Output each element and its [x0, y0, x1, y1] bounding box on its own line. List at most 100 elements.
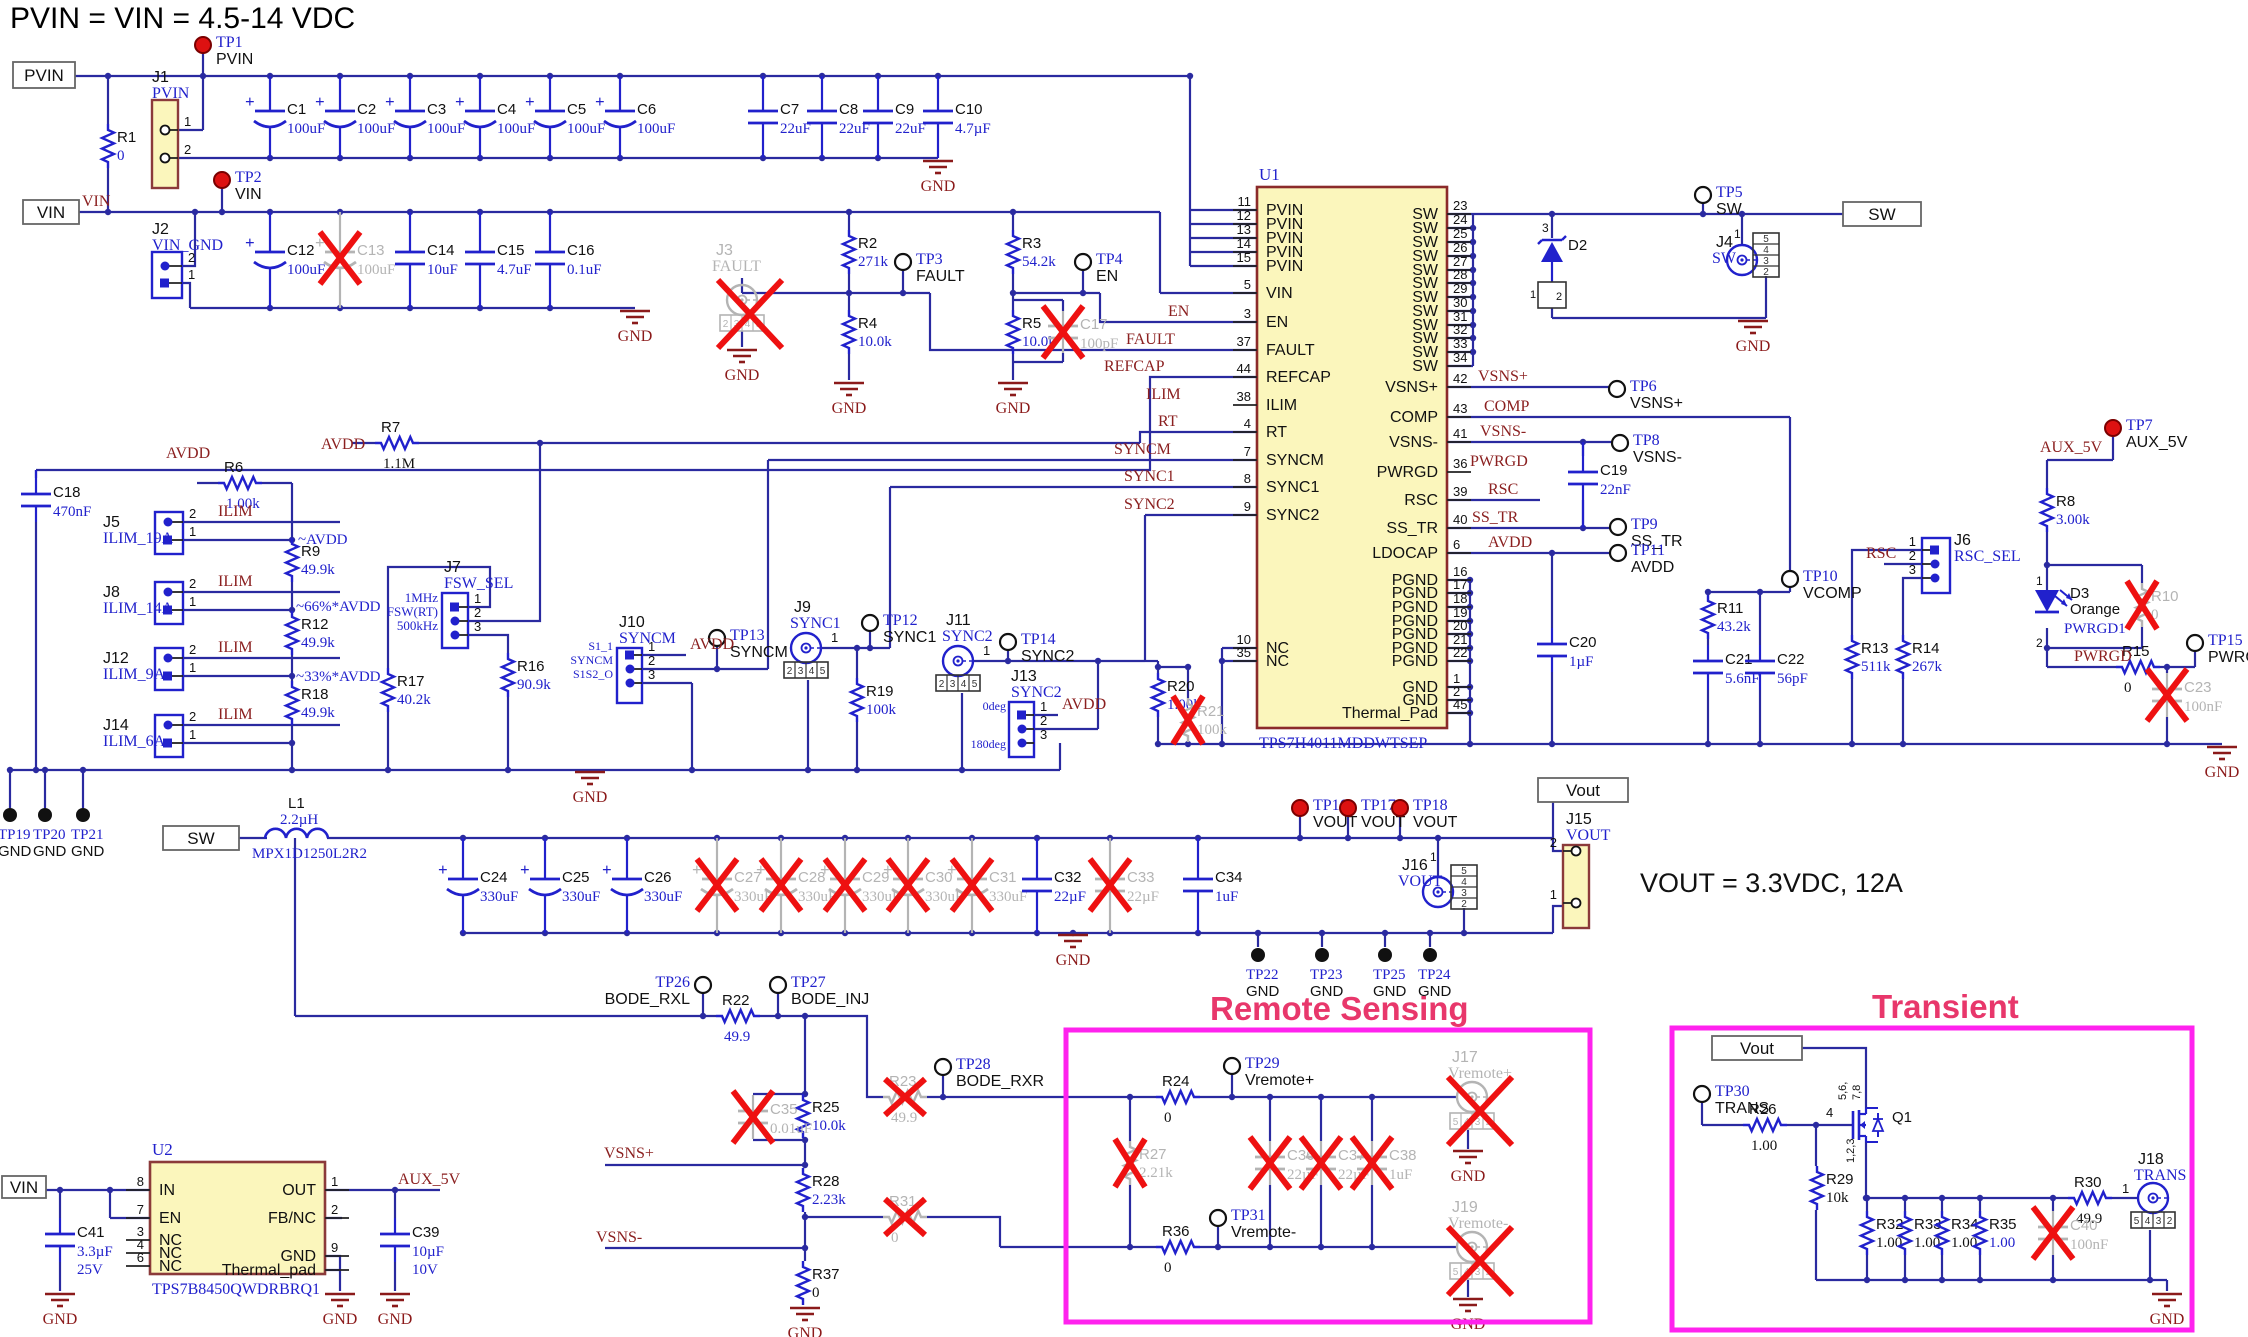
pin-name: PGND [1392, 640, 1438, 657]
connector-ref: J9 [794, 599, 811, 616]
pin-name: SW [1412, 206, 1439, 223]
junction-dot [1218, 740, 1226, 748]
port-vin: VIN [22, 199, 80, 225]
pin-number: 4 [1244, 416, 1251, 431]
resistor-value: 2.21k [1139, 1165, 1173, 1181]
port-vin: VIN [1, 1175, 47, 1199]
gnd-label: GND [788, 1325, 823, 1337]
net-label: VSNS+ [1478, 368, 1528, 385]
resistor-value: 1.00 [1876, 1235, 1902, 1251]
pin-number: 1 [1909, 534, 1916, 549]
net-label-text: SYNCM [1114, 441, 1171, 458]
net-label: VSNS+ [604, 1145, 654, 1162]
junction-dot [1079, 289, 1087, 297]
pin-number: 16 [1453, 564, 1467, 579]
connector-ref: J14 [103, 717, 129, 734]
testpoint-net: VOUT [1413, 814, 1458, 831]
net-label: 3 [1542, 221, 1549, 235]
testpoint-pad [707, 628, 727, 648]
resistor-ref: R36 [1162, 1223, 1190, 1240]
capacitor-value: 100uF [427, 121, 465, 137]
resistor-value: 511k [1861, 659, 1891, 675]
resistor-ref: R22 [722, 992, 750, 1009]
connector-pin [159, 152, 171, 164]
wire [1138, 430, 1257, 443]
capacitor-value: 100uF [497, 121, 535, 137]
net-label-text: 0deg [983, 699, 1006, 713]
capacitor-value: 4.7µF [955, 121, 991, 137]
wire [2144, 667, 2190, 723]
pin-number: 34 [1453, 350, 1467, 365]
resistor-value: 100k [1197, 722, 1228, 738]
connector-name: ILIM_14A [103, 600, 174, 617]
resistor-value: 1.00 [1751, 1138, 1777, 1154]
testpoint-pad [768, 975, 788, 995]
capacitor-ref: C6 [637, 101, 656, 118]
testpoint-net: VOUT [1361, 814, 1406, 831]
cap-polarity: + [692, 860, 702, 879]
net-label-text: ~66%*AVDD [296, 599, 381, 615]
gnd-label: GND [2205, 764, 2240, 781]
resistor-ref: R2 [858, 235, 877, 252]
capacitor-value: 22µF [1054, 889, 1086, 905]
pin-number: 4 [1461, 877, 1467, 888]
pin-number: 3 [1475, 1117, 1481, 1128]
net-label: 1 [1734, 227, 1741, 241]
testpoint-pad [1391, 799, 1409, 817]
testpoint-net: SS_TR [1631, 533, 1683, 550]
net-label: AVDD [690, 636, 734, 653]
pin-name: SW [1412, 275, 1439, 292]
resistor-value: 1.00k [226, 496, 260, 512]
net-label-text: Q1 [1892, 1109, 1912, 1126]
pin-number: 3 [1909, 562, 1916, 577]
cap-polarity: + [520, 860, 530, 879]
resistor-ref: R11 [1717, 600, 1743, 617]
junction-dot [1004, 657, 1012, 665]
junction-dot [1548, 549, 1556, 557]
connector-pin [163, 671, 172, 681]
capacitor-ref: C38 [1389, 1147, 1417, 1164]
net-label-text: EN [1168, 303, 1190, 320]
net-label: D3 [2070, 585, 2089, 602]
net-label: PWRGD [2074, 648, 2132, 665]
wire [1349, 1135, 1395, 1191]
wire [882, 1196, 928, 1238]
net-label: VOUT = 3.3VDC, 12A [1640, 868, 1903, 898]
capacitor-ref: C17 [1080, 316, 1108, 333]
resistor-ref: R21 [1197, 703, 1225, 720]
resistor-body [1149, 673, 1167, 717]
cap-curved-plate [603, 119, 637, 129]
pin-number: 3 [648, 667, 655, 682]
resistor-ref: R19 [866, 683, 894, 700]
net-label-text: 7,8 [1851, 1085, 1863, 1100]
sma-center-dot [804, 646, 808, 650]
sma-center [952, 655, 964, 667]
testpoint-net: SW [1716, 201, 1743, 218]
cap-curved-plate [253, 260, 287, 270]
pin-number: 3 [1461, 888, 1467, 899]
junction-dot [939, 1093, 947, 1101]
pin-number: 2 [723, 319, 729, 330]
junction-dot [1154, 663, 1162, 671]
testpoint-ref: TP24 [1418, 967, 1451, 983]
connector-pin [1930, 573, 1940, 583]
sma-center [2147, 1192, 2159, 1204]
connector-name: ILIM_9A [103, 666, 166, 683]
capacitor-ref: C28 [798, 869, 826, 886]
resistor-ref: R32 [1876, 1216, 1904, 1233]
resistor-ref: R5 [1022, 315, 1041, 332]
net-label: Q1 [1892, 1109, 1912, 1126]
sma-shell [1455, 1230, 1489, 1264]
resistor-value: 10.0k [1022, 334, 1056, 350]
net-label: AVDD [1062, 696, 1106, 713]
ic-part-number: TPS7H4011MDDWTSEP [1259, 735, 1427, 752]
resistor-body [794, 1094, 812, 1138]
connector-name: TRANS [2134, 1167, 2186, 1184]
